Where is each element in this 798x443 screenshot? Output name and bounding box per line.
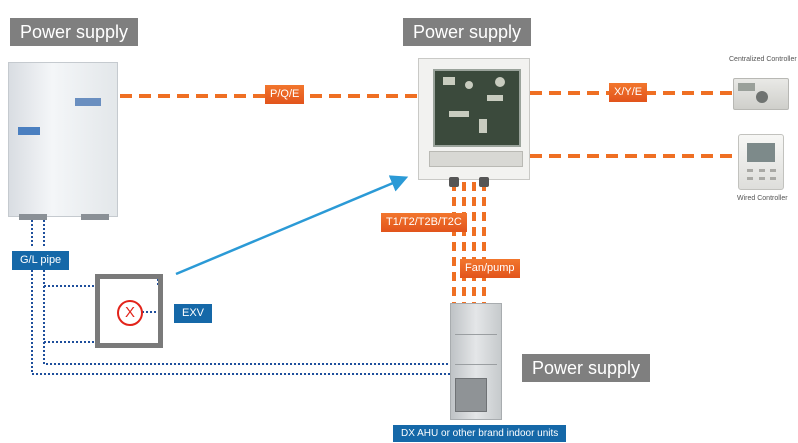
- pqe-label: P/Q/E: [265, 85, 305, 104]
- control-box-icon: [418, 58, 530, 187]
- indoor-unit-icon: [450, 303, 502, 420]
- exv-label: EXV: [174, 304, 213, 323]
- valve-icon: X: [117, 300, 143, 326]
- power-supply-outdoor-label: Power supply: [10, 18, 139, 46]
- sensor-label: T1/T2/T2B/T2C: [381, 213, 467, 232]
- exv-control-arrow: [175, 175, 409, 276]
- xye-label: X/Y/E: [609, 83, 648, 102]
- power-supply-indoor-label: Power supply: [522, 354, 651, 382]
- sensor-lines: [452, 182, 486, 305]
- power-supply-control-label: Power supply: [403, 18, 532, 46]
- indoor-units-label: DX AHU or other brand indoor units: [393, 425, 567, 442]
- centralized-controller-icon: [733, 78, 789, 110]
- centralized-controller-label: Centralized Controller: [729, 56, 797, 63]
- exv-valve-box: [95, 274, 163, 348]
- wired-controller-label: Wired Controller: [737, 195, 788, 202]
- outdoor-unit-icon: [8, 62, 118, 220]
- wired-controller-icon: [738, 134, 784, 190]
- gl-pipe-label: G/L pipe: [12, 251, 70, 270]
- fan-pump-label: Fan/pump: [460, 259, 520, 278]
